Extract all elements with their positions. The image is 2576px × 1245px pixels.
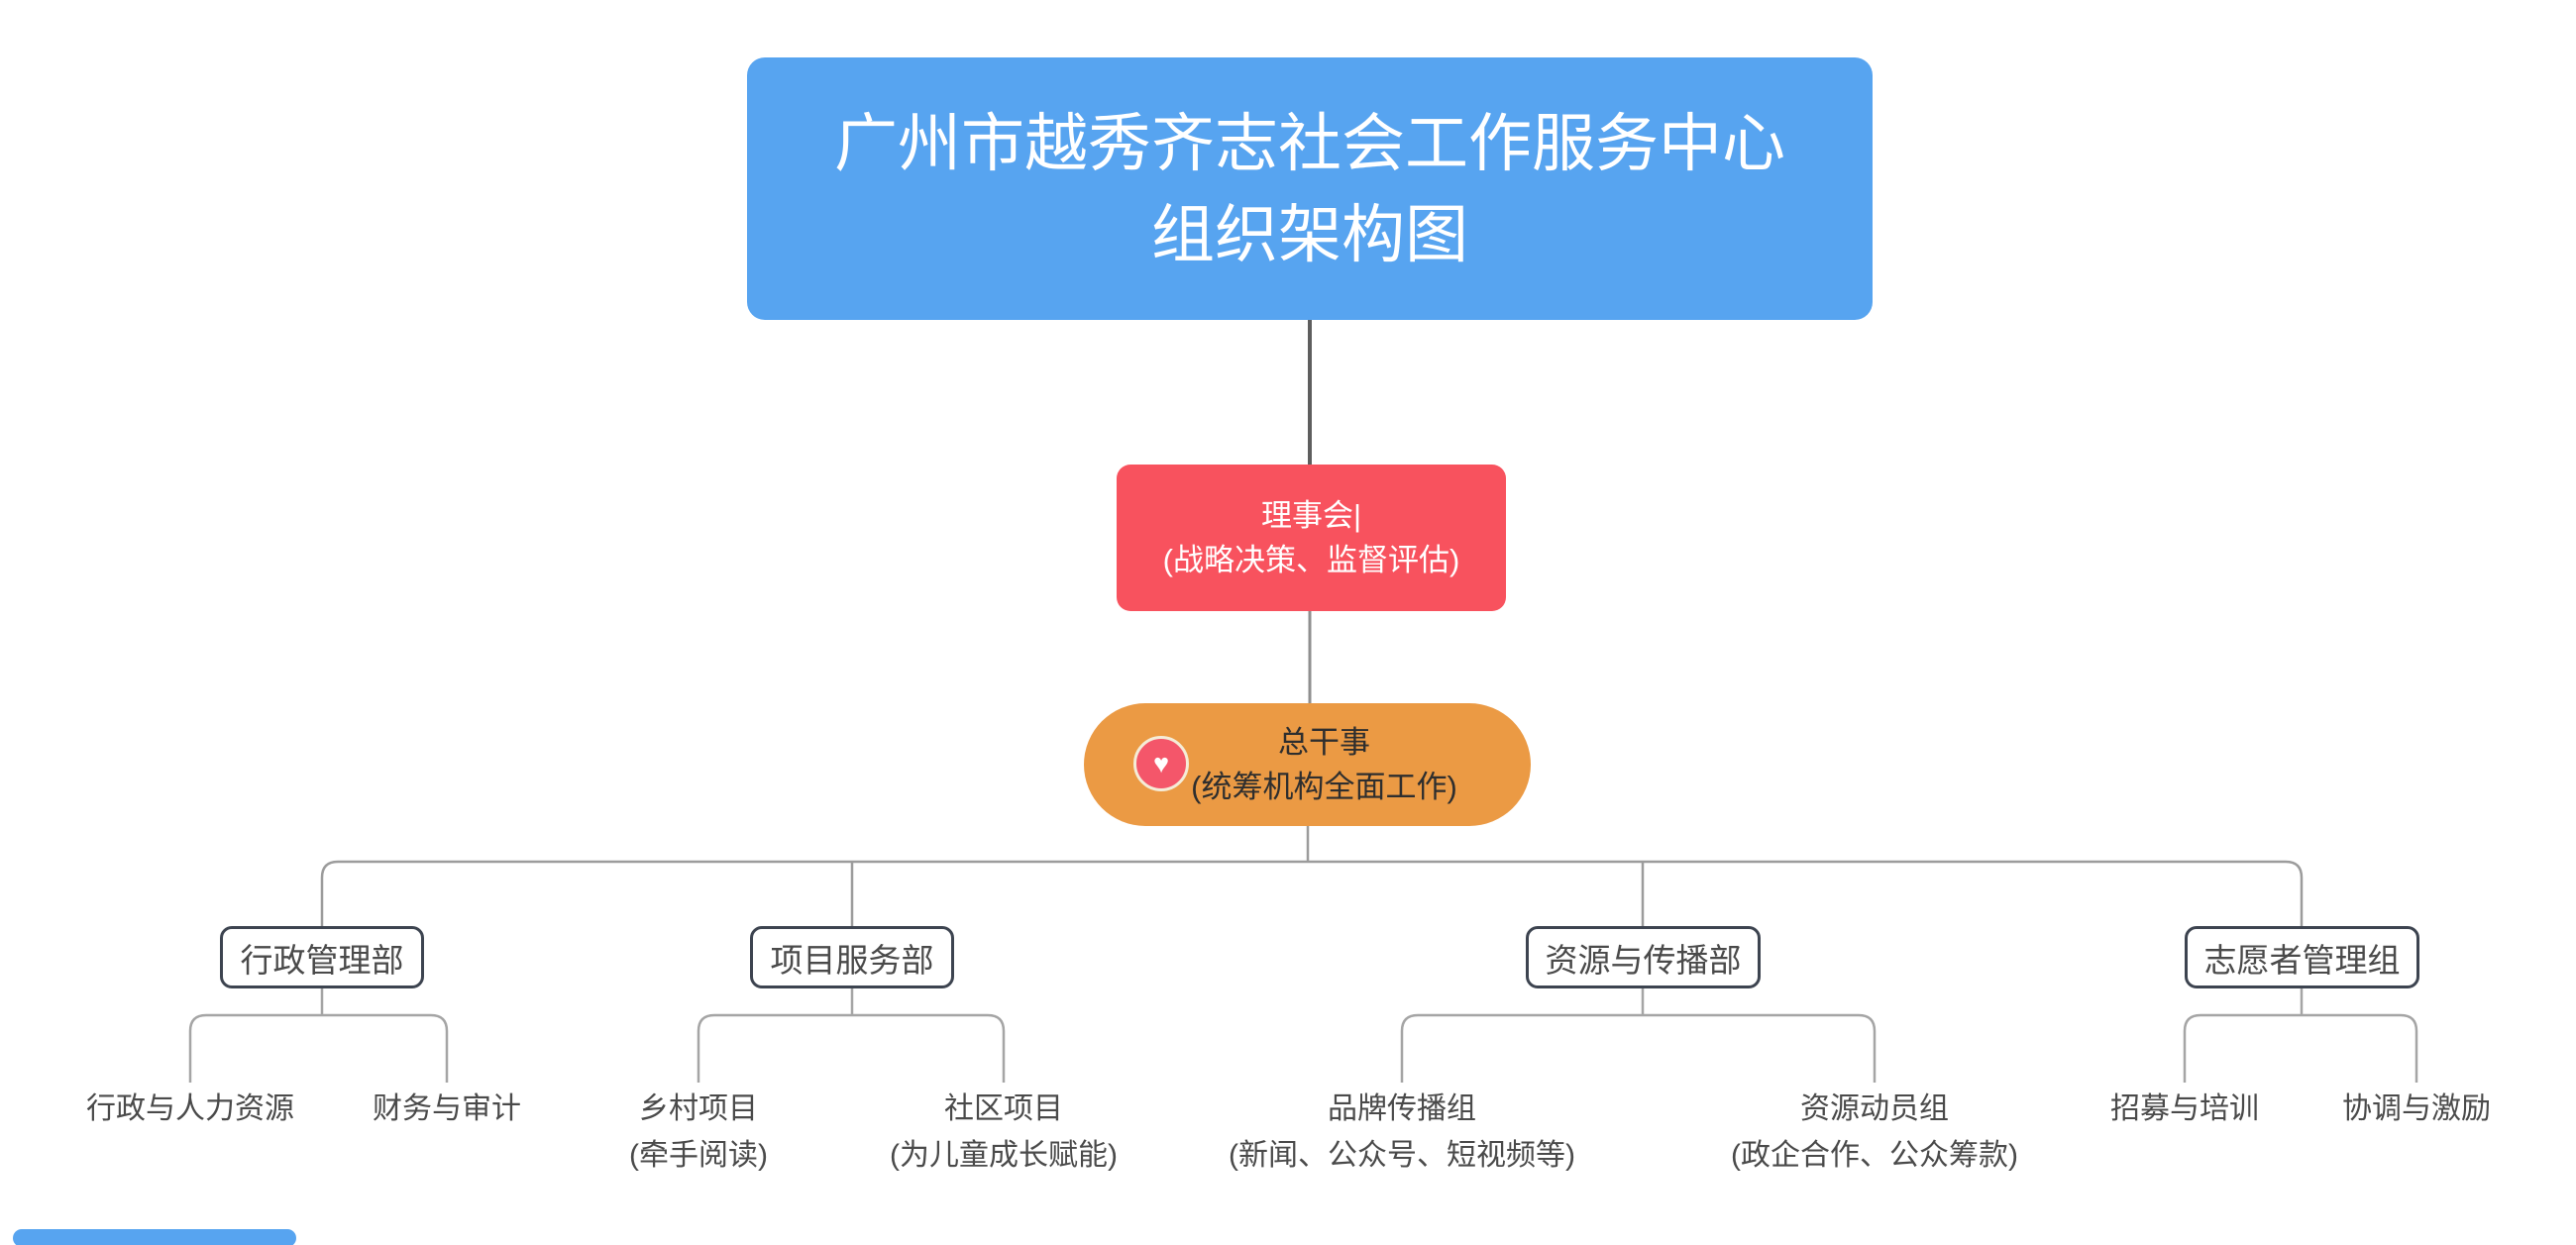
leaf-line-2: (为儿童成长赋能) [890, 1139, 1118, 1172]
leaf-line-1: 资源动员组 [1800, 1092, 1949, 1125]
connector-dept-resources [1400, 988, 1877, 1083]
dept-node-administration[interactable]: 行政管理部 [220, 926, 424, 988]
dept-node-projects[interactable]: 项目服务部 [750, 926, 954, 988]
leaf-line-1: 财务与审计 [373, 1092, 521, 1125]
connector-dept-volunteers [2183, 988, 2418, 1083]
leaf-admin-hr[interactable]: 行政与人力资源 [0, 1086, 448, 1132]
dept-node-resources[interactable]: 资源与传播部 [1526, 926, 1761, 988]
leaf-line-1: 协调与激励 [2342, 1092, 2491, 1125]
dept-label: 行政管理部 [240, 941, 404, 979]
director-line-1: 总干事 [1278, 725, 1370, 760]
title-line-2: 组织架构图 [1151, 198, 1468, 270]
leaf-line-2: (政企合作、公众筹款) [1731, 1139, 2018, 1172]
leaf-brand-communication[interactable]: 品牌传播组 (新闻、公众号、短视频等) [1144, 1086, 1660, 1179]
dept-label: 项目服务部 [770, 941, 934, 979]
leaf-line-1: 社区项目 [944, 1092, 1063, 1125]
leaf-line-2: (牵手阅读) [629, 1139, 768, 1172]
leaf-resource-mobilization[interactable]: 资源动员组 (政企合作、公众筹款) [1617, 1086, 2132, 1179]
leaf-line-2: (新闻、公众号、短视频等) [1229, 1139, 1575, 1172]
board-line-1: 理事会| [1260, 498, 1362, 533]
title-node[interactable]: 广州市越秀齐志社会工作服务中心 组织架构图 [747, 57, 1873, 320]
leaf-line-1: 乡村项目 [639, 1092, 758, 1125]
title-line-1: 广州市越秀齐志社会工作服务中心 [834, 107, 1785, 179]
board-line-2: (战略决策、监督评估) [1162, 543, 1460, 577]
dept-node-volunteers[interactable]: 志愿者管理组 [2185, 926, 2419, 988]
clipped-node[interactable] [13, 1229, 296, 1245]
director-line-2: (统筹机构全面工作) [1191, 770, 1457, 804]
dept-label: 志愿者管理组 [2203, 941, 2401, 979]
leaf-rural-project[interactable]: 乡村项目 (牵手阅读) [441, 1086, 956, 1179]
leaf-community-project[interactable]: 社区项目 (为儿童成长赋能) [746, 1086, 1261, 1179]
leaf-line-1: 招募与培训 [2110, 1092, 2259, 1125]
connector-dept-projects [697, 988, 1006, 1083]
leaf-coordination-incentive[interactable]: 协调与激励 [2159, 1086, 2576, 1132]
connector-dept-admin [188, 988, 449, 1083]
leaf-line-1: 品牌传播组 [1328, 1092, 1476, 1125]
heart-glyph: ♥ [1152, 748, 1170, 778]
leaf-recruitment-training[interactable]: 招募与培训 [1927, 1086, 2442, 1132]
dept-label: 资源与传播部 [1545, 941, 1742, 979]
leaf-finance-audit[interactable]: 财务与审计 [189, 1086, 704, 1132]
connector-main-rail [320, 860, 2304, 926]
board-node[interactable]: 理事会| (战略决策、监督评估) [1117, 465, 1506, 611]
heart-icon[interactable]: ♥ [1133, 736, 1189, 791]
leaf-line-1: 行政与人力资源 [86, 1092, 294, 1125]
